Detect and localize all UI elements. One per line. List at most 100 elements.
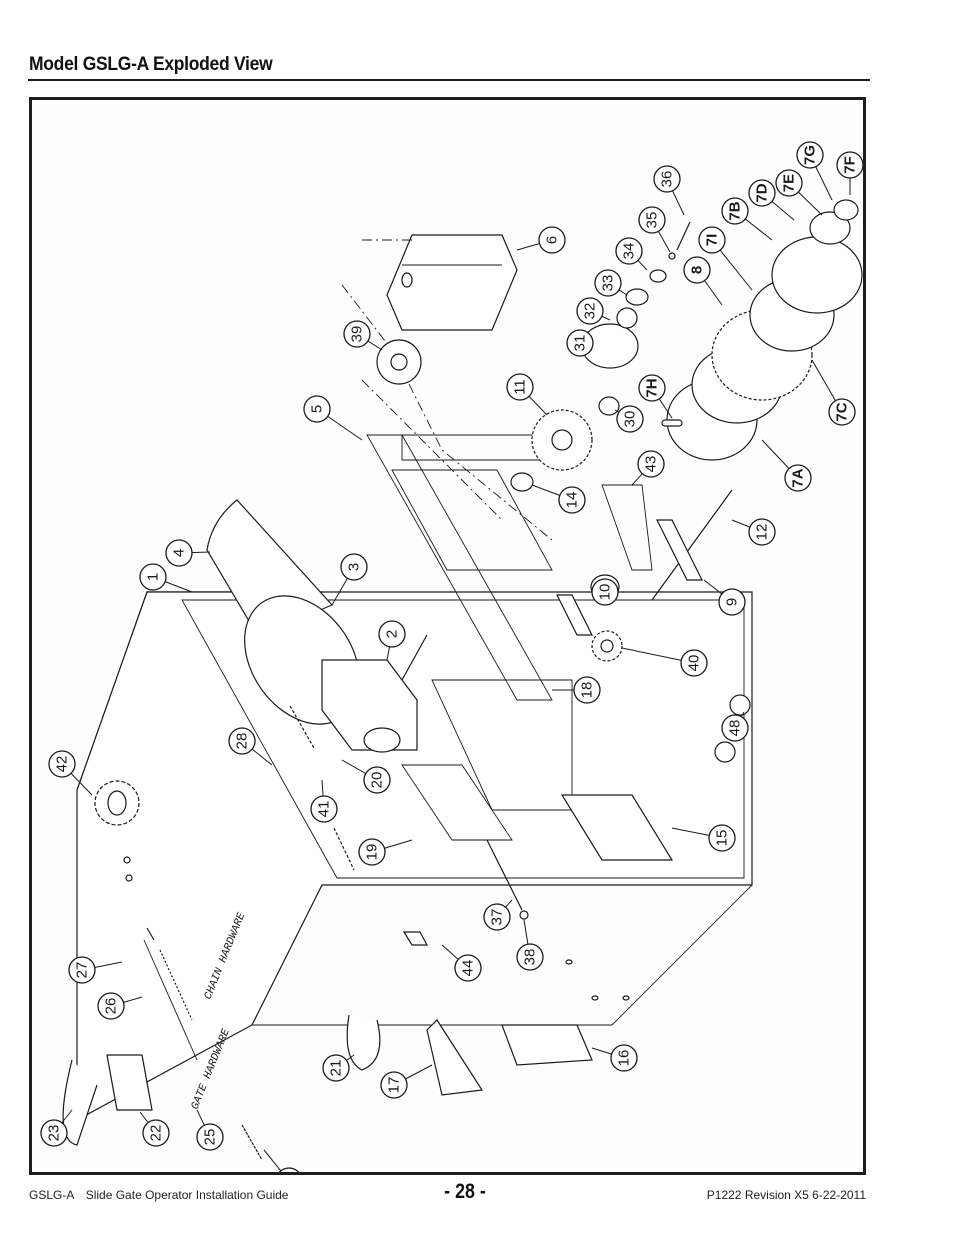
frame-bracket-assembly: [366, 434, 674, 861]
title-rule: [28, 79, 870, 81]
control-box-hole: [401, 272, 413, 288]
balloon-label: 1: [145, 573, 162, 581]
balloon-circle: [828, 398, 856, 426]
pin-7h: [661, 419, 683, 427]
callout-balloon-41: 41: [310, 779, 338, 823]
u-bolt-21: [346, 1014, 381, 1071]
balloon-circle: [748, 179, 776, 207]
balloon-circle: [538, 226, 566, 254]
bearing-18-block: [556, 594, 593, 636]
callout-balloon-7e: 7E: [775, 169, 823, 216]
callout-balloon-16: 16: [591, 1044, 638, 1072]
balloon-label: 38: [522, 949, 539, 966]
callout-balloon-7a: 7A: [761, 439, 812, 492]
springs-and-hardware: [62, 694, 751, 1161]
balloon-label: 22: [148, 1125, 165, 1142]
control-box-body: [386, 234, 518, 331]
balloon-circle: [638, 374, 666, 402]
balloon-label: 7A: [790, 468, 807, 487]
balloon-label: 10: [597, 584, 614, 601]
callout-balloon-27: 27: [68, 956, 123, 984]
leader-line: [263, 1149, 283, 1172]
callout-balloon-23: 23: [40, 1109, 73, 1147]
callout-balloon-15: 15: [671, 824, 736, 852]
balloon-circle: [576, 297, 604, 325]
balloon-label: 5: [309, 405, 326, 413]
spring-41-upper: [289, 705, 315, 749]
balloon-label: 18: [579, 682, 596, 699]
cover-plate-15: [560, 794, 674, 861]
callout-balloon-7b: 7B: [721, 197, 773, 241]
balloon-label: 26: [103, 998, 120, 1015]
balloon-label: 7G: [802, 145, 819, 165]
washer-33: [625, 288, 649, 306]
footer-guide: Slide Gate Operator Installation Guide: [85, 1188, 289, 1202]
balloon-circle: [708, 824, 736, 852]
collar-14: [510, 472, 534, 492]
callout-balloon-28: 28: [228, 727, 273, 766]
balloon-circle: [594, 269, 622, 297]
callout-balloon-7h: 7H: [638, 374, 673, 419]
bracket-16: [501, 1024, 593, 1066]
page-title: Model GSLG-A Exploded View: [29, 54, 273, 75]
balloon-label: 7D: [754, 183, 771, 202]
balloon-circle: [718, 588, 746, 616]
rod-37: [486, 839, 523, 911]
balloon-label: 44: [460, 960, 477, 977]
balloon-circle: [796, 141, 824, 169]
exploded-view-diagram: CHAIN HARDWARE GATE HARDWARE 1234567A7B7…: [40, 141, 863, 1172]
collar-30: [598, 396, 620, 416]
callout-balloon-43: 43: [631, 450, 665, 486]
balloon-circle: [380, 1071, 408, 1099]
balloon-circle: [322, 1054, 350, 1082]
callout-balloon-35: 35: [638, 206, 671, 253]
frame-rail: [366, 434, 553, 701]
balloon-circle: [310, 795, 338, 823]
hardware-divider: [143, 939, 198, 1061]
balloon-label: 14: [564, 492, 581, 509]
callout-balloon-26: 26: [97, 992, 143, 1020]
balloon-circle: [454, 954, 482, 982]
footer-revision: P1222 Revision X5 6-22-2011: [706, 1188, 866, 1202]
callout-balloon-33: 33: [594, 269, 628, 297]
balloon-label: 15: [714, 830, 731, 847]
clutch-assembly: [581, 199, 863, 461]
balloon-circle: [303, 395, 331, 423]
bolt-36: [676, 221, 691, 251]
balloon-label: 19: [364, 844, 381, 861]
callout-balloon-44: 44: [441, 944, 482, 982]
balloon-circle: [340, 553, 368, 581]
callout-balloon-30: 30: [614, 405, 644, 433]
balloon-label: 7H: [644, 378, 661, 397]
callout-balloon-18: 18: [552, 676, 601, 704]
nut-27: [125, 874, 133, 882]
balloon-label: 4: [171, 549, 188, 557]
balloon-label: 42: [54, 756, 71, 773]
chain-24: [241, 1124, 263, 1161]
balloon-circle: [343, 320, 371, 348]
balloon-label: 9: [724, 598, 741, 606]
callout-balloon-1: 1: [139, 563, 193, 593]
balloon-label: 8: [689, 266, 706, 274]
callout-balloon-39: 39: [343, 320, 383, 351]
balloon-circle: [836, 151, 863, 179]
ring-48: [729, 694, 751, 716]
balloon-circle: [566, 329, 594, 357]
balloon-label: 7I: [704, 234, 721, 247]
callout-balloon-7f: 7F: [836, 151, 863, 195]
frame-cross-top: [401, 434, 543, 461]
balloon-circle: [698, 226, 726, 254]
balloon-circle: [653, 165, 681, 193]
balloon-label: 3: [346, 563, 363, 571]
balloon-circle: [97, 992, 125, 1020]
frame-upper-plate: [391, 469, 553, 571]
callout-balloon-42: 42: [48, 750, 93, 796]
balloon-label: 2: [384, 630, 401, 638]
washer-35: [668, 252, 676, 260]
callout-balloon-5: 5: [303, 395, 363, 441]
callout-balloon-17: 17: [380, 1064, 433, 1099]
balloon-layer: 1234567A7B7C7D7E7F7G7H7I8910111214151617…: [40, 141, 863, 1172]
balloon-circle: [775, 169, 803, 197]
spring-32: [616, 307, 638, 329]
